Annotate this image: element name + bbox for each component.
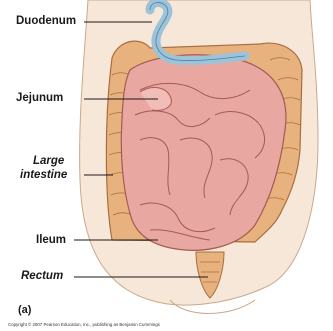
- jejunum-label: Jejunum: [16, 92, 63, 105]
- ileum-label: Ileum: [36, 234, 66, 247]
- rectum-label: Rectum: [21, 270, 63, 283]
- duodenum-label: Duodenum: [16, 15, 76, 28]
- large-intestine-label-line1: Large: [33, 155, 64, 168]
- figure-tag: (a): [18, 304, 31, 316]
- copyright-text: Copyright © 2007 Pearson Education, Inc.…: [8, 322, 160, 327]
- large-intestine-label-line2: intestine: [20, 169, 67, 182]
